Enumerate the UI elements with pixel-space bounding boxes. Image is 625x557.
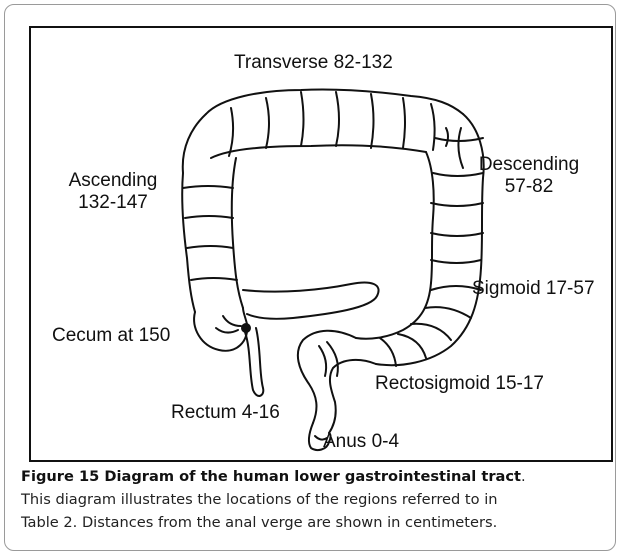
label-transverse: Transverse 82-132 — [234, 52, 393, 74]
label-sigmoid: Sigmoid 17-57 — [472, 278, 595, 300]
label-descending-range: 57-82 — [469, 176, 589, 198]
appendix — [245, 328, 263, 396]
label-descending-name: Descending — [469, 154, 589, 176]
label-descending: Descending 57-82 — [469, 154, 589, 198]
colon-drawing — [31, 28, 611, 460]
rectum — [298, 331, 356, 423]
caption-title-end: . — [521, 468, 526, 485]
transverse-colon — [206, 89, 463, 114]
label-anus: Anus 0-4 — [323, 431, 399, 453]
label-ascending-range: 132-147 — [53, 192, 173, 214]
diagram-box: Transverse 82-132 Ascending 132-147 Desc… — [29, 26, 613, 462]
label-ascending: Ascending 132-147 — [53, 170, 173, 214]
caption-line-1: This diagram illustrates the locations o… — [21, 488, 617, 511]
label-cecum: Cecum at 150 — [52, 325, 170, 347]
caption-title-line: Figure 15 Diagram of the human lower gas… — [21, 465, 617, 488]
cecum — [194, 308, 247, 351]
label-ascending-name: Ascending — [53, 170, 173, 192]
label-rectosigmoid: Rectosigmoid 15-17 — [375, 373, 544, 395]
caption-title: Figure 15 Diagram of the human lower gas… — [21, 468, 521, 485]
ascending-colon — [182, 114, 206, 312]
label-rectum: Rectum 4-16 — [171, 402, 280, 424]
figure-caption: Figure 15 Diagram of the human lower gas… — [21, 465, 617, 534]
caption-line-2: Table 2. Distances from the anal verge a… — [21, 511, 617, 534]
ileum — [243, 283, 379, 319]
figure-panel: Transverse 82-132 Ascending 132-147 Desc… — [4, 4, 616, 551]
